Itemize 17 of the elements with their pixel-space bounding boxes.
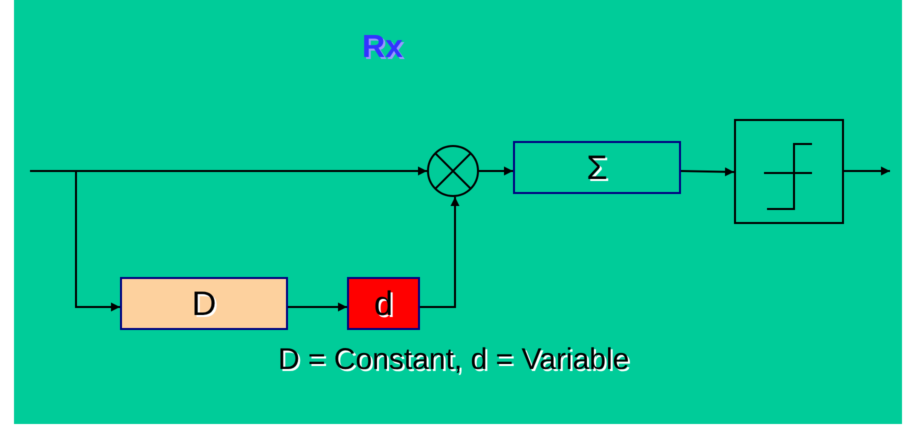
diagram-title: Rx <box>362 28 403 65</box>
arrow <box>479 166 513 176</box>
arrow <box>420 197 460 308</box>
arrow <box>30 166 427 176</box>
multiplier-circle <box>427 145 479 197</box>
arrow <box>680 167 734 176</box>
block-label: Σ <box>586 150 608 184</box>
summation-box <box>513 141 681 194</box>
delay-box <box>120 277 288 330</box>
delay-box <box>347 277 420 330</box>
arrow <box>75 171 120 312</box>
note-text: D = Constant, d = Variable <box>278 343 630 377</box>
block-label: d <box>374 286 393 320</box>
threshold-box <box>734 119 844 224</box>
block-label: D <box>192 286 216 320</box>
arrow <box>288 302 347 312</box>
arrow <box>844 166 890 176</box>
